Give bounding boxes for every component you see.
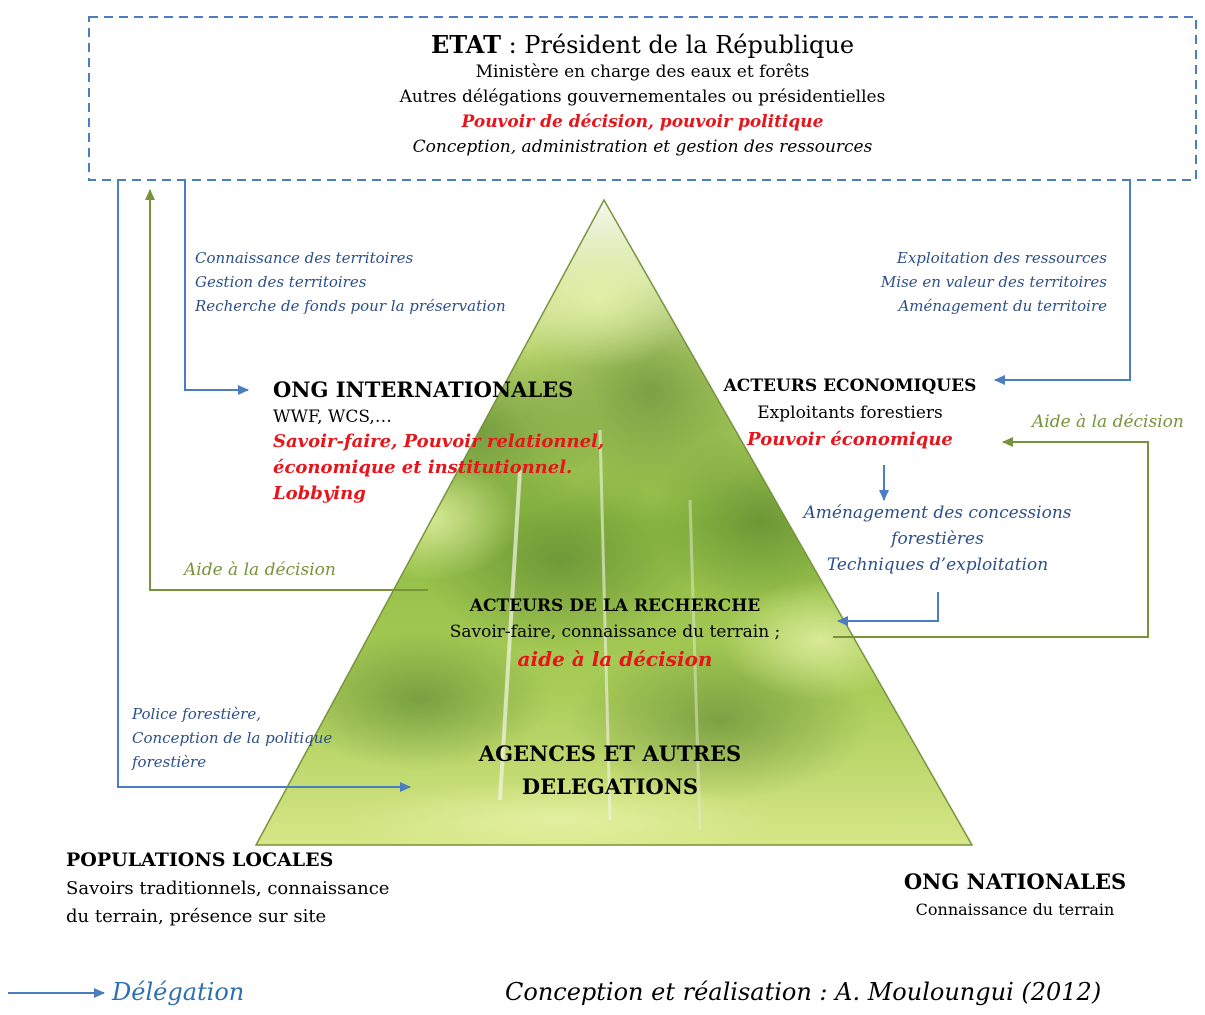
ong-nationales-block: ONG NATIONALES Connaissance du terrain [880, 866, 1150, 922]
etat-line1: Ministère en charge des eaux et forêts [475, 62, 810, 82]
right-flow-line: Mise en valeur des territoires [880, 273, 1107, 291]
concessions-block: Aménagement des concessions forestières … [765, 500, 1110, 578]
ong-nat-title: ONG NATIONALES [903, 869, 1127, 894]
ong-int-power: Lobbying [273, 483, 366, 504]
police-line: forestière [132, 753, 207, 771]
etat-box [88, 16, 1197, 181]
police-line: Police forestière, [132, 705, 262, 723]
ong-internationales-block: ONG INTERNATIONALES WWF, WCS,… Savoir-fa… [273, 375, 604, 507]
credit-label: Conception et réalisation : A. Mouloungu… [505, 978, 1102, 1006]
acteurs-eco-members: Exploitants forestiers [757, 403, 943, 423]
acteurs-eco-power: Pouvoir économique [747, 429, 953, 450]
etat-title-bold: ETAT [430, 30, 501, 59]
legend-label: Délégation [112, 978, 245, 1006]
left-flow-line: Recherche de fonds pour la préservation [195, 297, 506, 315]
aide-right-label: Aide à la décision [1032, 412, 1184, 432]
ong-int-power: Savoir-faire, Pouvoir relationnel, [273, 431, 605, 452]
left-flow-text: Connaissance des territoires Gestion des… [195, 246, 506, 318]
left-flow-line: Connaissance des territoires [195, 249, 414, 267]
arrow-recherche-to-eco [833, 437, 1149, 638]
recherche-title: ACTEURS DE LA RECHERCHE [469, 596, 761, 616]
arrow-concessions-to-recherche [837, 592, 939, 626]
etat-power: Pouvoir de décision, pouvoir politique [461, 112, 824, 132]
concessions-line: forestières [891, 529, 984, 549]
arrow-etat-to-agences [117, 180, 411, 792]
recherche-block: ACTEURS DE LA RECHERCHE Savoir-faire, co… [380, 593, 850, 672]
police-line: Conception de la politique [132, 729, 333, 747]
populations-line: du terrain, présence sur site [66, 906, 327, 927]
etat-role: Conception, administration et gestion de… [412, 137, 873, 157]
arrow-recherche-to-etat [145, 189, 428, 591]
ong-int-title: ONG INTERNATIONALES [273, 377, 574, 402]
etat-title-rest: : Président de la République [500, 31, 855, 59]
arrow-etat-to-acteurs-eco [994, 180, 1131, 385]
ong-int-power: économique et institutionnel. [273, 457, 573, 478]
acteurs-economiques-block: ACTEURS ECONOMIQUES Exploitants forestie… [700, 373, 1000, 453]
recherche-desc: Savoir-faire, connaissance du terrain ; [449, 622, 781, 642]
etat-block: ETAT : Président de la République Minist… [89, 30, 1196, 160]
agences-block: AGENCES ET AUTRES DELEGATIONS [430, 737, 790, 803]
etat-title: ETAT : Président de la République [89, 30, 1196, 60]
aide-left-label: Aide à la décision [184, 560, 336, 580]
populations-title: POPULATIONS LOCALES [66, 849, 334, 871]
etat-line2: Autres délégations gouvernementales ou p… [399, 87, 886, 107]
right-flow-line: Exploitation des ressources [896, 249, 1107, 267]
recherche-power: aide à la décision [517, 647, 713, 671]
agences-line: DELEGATIONS [521, 774, 699, 799]
police-block: Police forestière, Conception de la poli… [132, 702, 332, 774]
concessions-line: Techniques d’exploitation [826, 555, 1049, 575]
arrow-etat-to-ong-int [184, 180, 249, 395]
ong-nat-desc: Connaissance du terrain [915, 900, 1115, 919]
right-flow-text: Exploitation des ressources Mise en vale… [790, 246, 1107, 318]
populations-line: Savoirs traditionnels, connaissance [66, 878, 390, 899]
left-flow-line: Gestion des territoires [195, 273, 367, 291]
acteurs-eco-title: ACTEURS ECONOMIQUES [723, 376, 977, 396]
agences-line: AGENCES ET AUTRES [478, 741, 742, 766]
ong-int-members: WWF, WCS,… [273, 407, 392, 427]
concessions-line: Aménagement des concessions [803, 503, 1072, 523]
populations-block: POPULATIONS LOCALES Savoirs traditionnel… [66, 845, 389, 931]
right-flow-line: Aménagement du territoire [898, 297, 1107, 315]
